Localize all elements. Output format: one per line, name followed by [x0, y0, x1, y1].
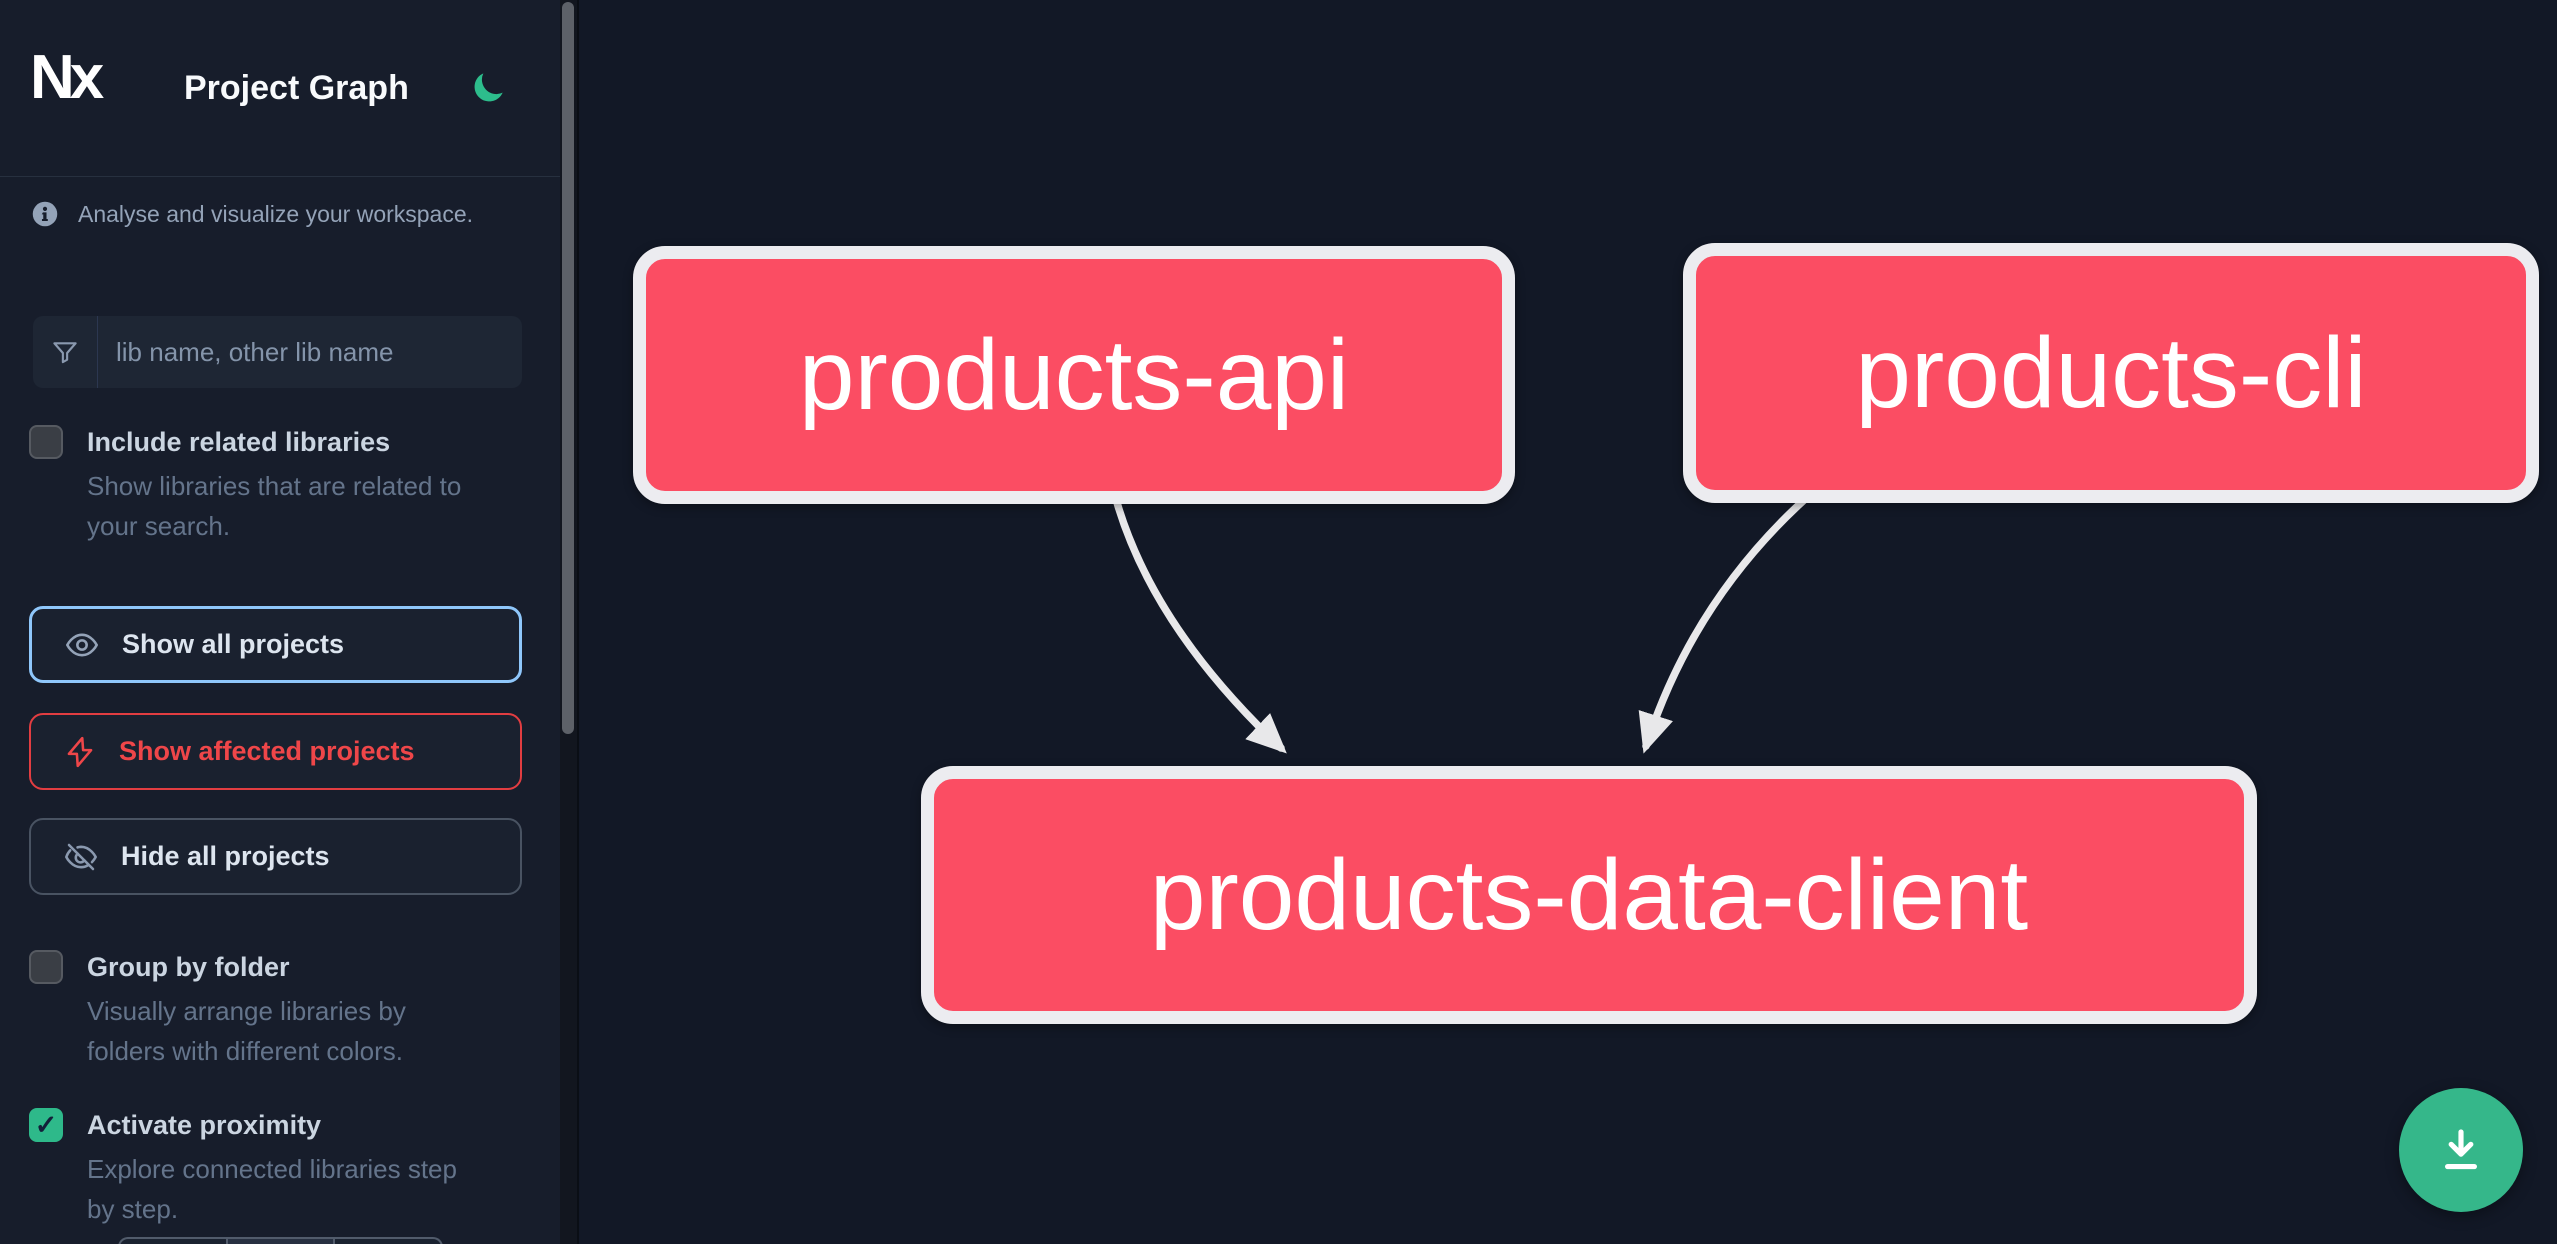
- graph-node-products-cli[interactable]: products-cli: [1683, 243, 2539, 503]
- theme-toggle-button[interactable]: [468, 66, 512, 110]
- sidebar-canvas-divider: [577, 0, 579, 1244]
- sidebar: Nx Project Graph Analyse and visualize y…: [0, 0, 560, 1244]
- activate-proximity-description: Explore connected libraries step by step…: [87, 1154, 457, 1224]
- sidebar-header: Nx Project Graph: [0, 0, 560, 177]
- group-by-folder-checkbox[interactable]: [29, 950, 63, 984]
- graph-node-products-data-client[interactable]: products-data-client: [921, 766, 2257, 1024]
- sidebar-scrollbar-track[interactable]: [560, 0, 577, 1244]
- group-by-folder-label: Group by folder: [87, 952, 290, 982]
- nx-logo: Nx: [30, 43, 104, 112]
- eye-off-icon: [63, 839, 99, 875]
- download-graph-button[interactable]: [2399, 1088, 2523, 1212]
- activate-proximity-option: ✓ Activate proximity Explore connected l…: [29, 1107, 457, 1229]
- moon-icon: [468, 68, 512, 108]
- include-related-checkbox[interactable]: [29, 425, 63, 459]
- show-all-projects-button[interactable]: Show all projects: [29, 606, 522, 683]
- workspace-tagline: Analyse and visualize your workspace.: [31, 200, 473, 228]
- include-related-description: Show libraries that are related to your …: [87, 471, 462, 541]
- show-all-projects-label: Show all projects: [122, 629, 345, 659]
- hide-all-projects-label: Hide all projects: [121, 841, 330, 871]
- download-icon: [2430, 1119, 2492, 1181]
- proximity-decrement-button[interactable]: [120, 1239, 226, 1244]
- lightning-icon: [63, 735, 97, 769]
- proximity-depth-value: [225, 1239, 336, 1244]
- proximity-depth-control: [118, 1237, 443, 1244]
- show-affected-projects-label: Show affected projects: [119, 736, 415, 766]
- info-icon: [31, 200, 59, 228]
- activate-proximity-checkbox[interactable]: ✓: [29, 1108, 63, 1142]
- sidebar-scrollbar-thumb[interactable]: [562, 2, 574, 734]
- activate-proximity-label: Activate proximity: [87, 1110, 322, 1140]
- eye-icon: [64, 627, 100, 663]
- edge-products-cli-to-products-data-client: [1638, 476, 1831, 754]
- proximity-increment-button[interactable]: [335, 1239, 441, 1244]
- edge-products-api-to-products-data-client: [1107, 476, 1287, 754]
- graph-node-products-api[interactable]: products-api: [633, 246, 1515, 504]
- hide-all-projects-button[interactable]: Hide all projects: [29, 818, 522, 895]
- search-box: [33, 316, 522, 388]
- include-related-option: Include related libraries Show libraries…: [29, 424, 461, 546]
- group-by-folder-option: Group by folder Visually arrange librari…: [29, 949, 406, 1071]
- include-related-label: Include related libraries: [87, 427, 391, 457]
- search-input[interactable]: [98, 316, 522, 388]
- tagline-text: Analyse and visualize your workspace.: [78, 200, 474, 227]
- filter-icon: [33, 316, 98, 388]
- page-title: Project Graph: [184, 68, 409, 107]
- show-affected-projects-button[interactable]: Show affected projects: [29, 713, 522, 790]
- group-by-folder-description: Visually arrange libraries by folders wi…: [87, 996, 406, 1066]
- check-icon: ✓: [34, 1109, 58, 1140]
